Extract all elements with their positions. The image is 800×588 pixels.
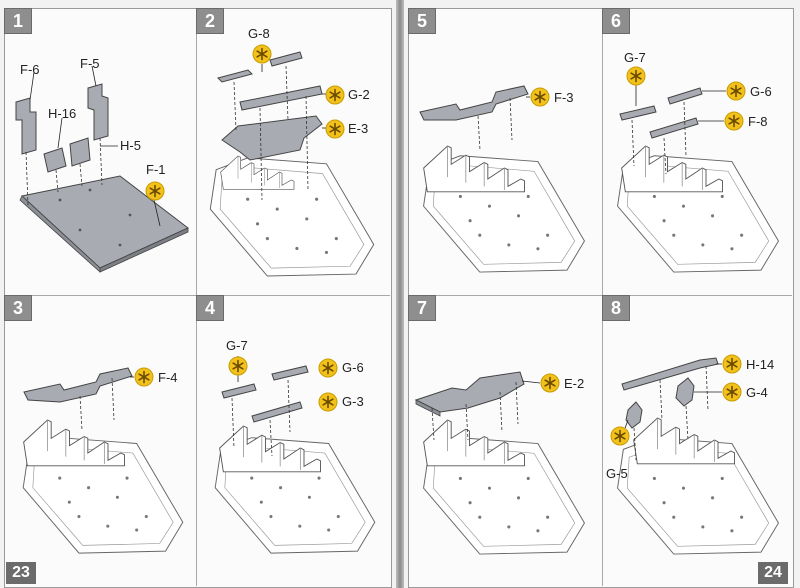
book-gutter: [396, 0, 404, 588]
part-label-e3: E-3: [348, 121, 368, 136]
part-label-g8: G-8: [248, 26, 270, 41]
step-8-illustration: H-14 G-4 G-5: [606, 354, 779, 555]
glue-marker-icon: [325, 119, 345, 139]
step-1-panel: [4, 8, 197, 296]
glue-marker-icon: [134, 367, 154, 387]
part-label-g7: G-7: [624, 50, 646, 65]
part-label-f3: F-3: [554, 90, 574, 105]
step-number: 8: [602, 295, 630, 321]
step-number: 1: [4, 8, 32, 34]
glue-marker-icon: [540, 373, 560, 393]
step-2-panel: [196, 8, 390, 296]
step-5-illustration: F-3: [419, 85, 585, 273]
step-6-panel: [602, 8, 792, 296]
part-label-h14: H-14: [746, 357, 774, 372]
glue-marker-icon: [252, 44, 272, 64]
glue-marker-icon: [145, 181, 165, 201]
glue-marker-icon: [318, 358, 338, 378]
step-number: 3: [4, 295, 32, 321]
part-label-g7: G-7: [226, 338, 248, 353]
part-label-g6: G-6: [750, 84, 772, 99]
page-number: 24: [758, 562, 788, 584]
step-number: 5: [408, 8, 436, 34]
glue-marker-icon: [724, 111, 744, 131]
part-label-e2: E-2: [564, 376, 584, 391]
step-number: 6: [602, 8, 630, 34]
glue-marker-icon: [722, 382, 742, 402]
step-2-illustration: G-8 G-2 E-3: [209, 26, 375, 277]
part-label-f8: F-8: [748, 114, 768, 129]
part-label-f1: F-1: [146, 162, 166, 177]
part-label-h16: H-16: [48, 106, 76, 121]
glue-marker-icon: [610, 426, 630, 446]
step-number: 2: [196, 8, 224, 34]
step-number: 4: [196, 295, 224, 321]
part-label-g3: G-3: [342, 394, 364, 409]
step-7-panel: [408, 295, 603, 586]
page-number: 23: [6, 562, 36, 584]
step-7-illustration: E-2: [414, 371, 585, 555]
step-3-illustration: F-4: [22, 367, 184, 554]
glue-marker-icon: [722, 354, 742, 374]
step-1-illustration: F-6 F-5 H-16 H-5 F-1: [15, 56, 189, 273]
step-5-panel: [408, 8, 603, 296]
step-4-illustration: G-7 G-6 G-3: [214, 338, 376, 554]
step-number: 7: [408, 295, 436, 321]
glue-marker-icon: [228, 356, 248, 376]
glue-marker-icon: [325, 85, 345, 105]
part-label-h5: H-5: [120, 138, 141, 153]
part-label-g4: G-4: [746, 385, 768, 400]
part-label-f5: F-5: [80, 56, 100, 71]
part-label-f4: F-4: [158, 370, 178, 385]
glue-marker-icon: [726, 81, 746, 101]
part-label-g2: G-2: [348, 87, 370, 102]
glue-marker-icon: [318, 392, 338, 412]
part-label-f6: F-6: [20, 62, 40, 77]
step-3-panel: [4, 295, 197, 586]
step-6-illustration: G-7 G-6 F-8: [617, 50, 779, 273]
part-label-g6: G-6: [342, 360, 364, 375]
part-label-g5: G-5: [606, 466, 628, 481]
glue-marker-icon: [530, 87, 550, 107]
glue-marker-icon: [626, 66, 646, 86]
